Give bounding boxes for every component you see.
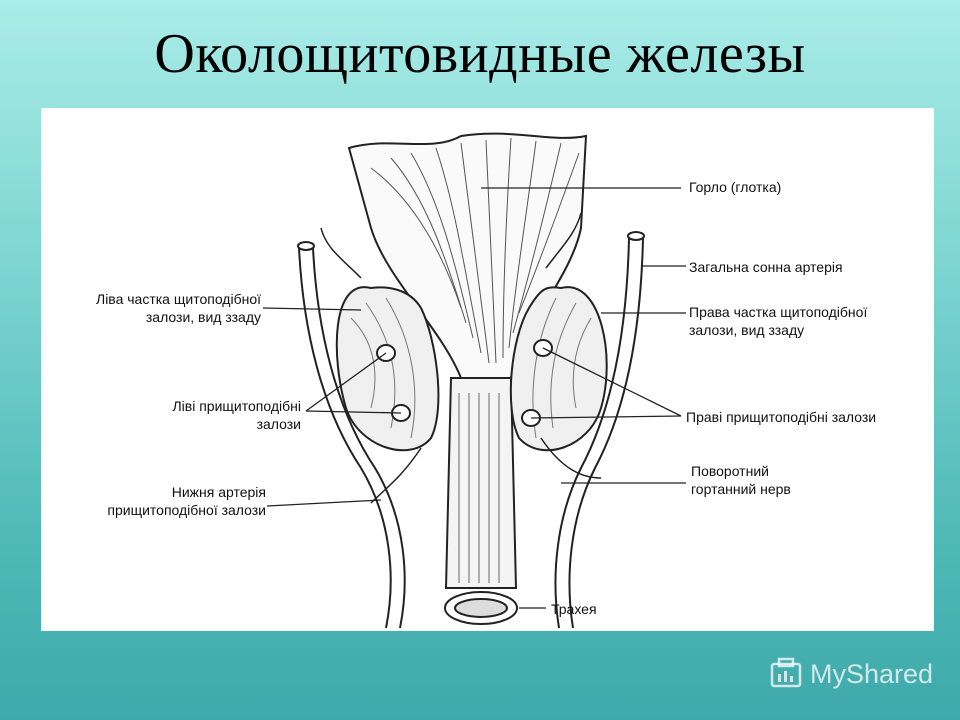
label-inferior-artery: Нижня артерія прищитоподібної залози xyxy=(107,484,266,518)
left-thyroid-lobe xyxy=(335,286,440,452)
label-carotid-artery: Загальна сонна артерія xyxy=(689,259,843,275)
anatomy-figure: Горло (глотка) Загальна сонна артерія Лі… xyxy=(41,108,934,631)
trachea-shape xyxy=(444,377,518,589)
label-larynx: Горло (глотка) xyxy=(689,179,782,195)
label-left-parathyroid: Ліві прищитоподібні залози xyxy=(172,398,301,432)
watermark-logo-icon xyxy=(770,657,802,688)
label-right-parathyroid: Праві прищитоподібні залози xyxy=(686,409,877,425)
watermark: MyShared xyxy=(768,654,933,694)
right-carotid-artery xyxy=(554,237,630,629)
watermark-text: MyShared xyxy=(810,658,934,689)
right-thyroid-lobe xyxy=(509,286,608,452)
leader-left-lobe xyxy=(262,307,362,311)
slide-title: Околощитовидные железы xyxy=(154,23,806,85)
leader-right-parathyroid-2 xyxy=(530,415,682,419)
thyroid-illustration xyxy=(262,132,686,629)
leader-right-parathyroid-1 xyxy=(542,347,682,417)
label-left-lobe: Ліва частка щитоподібної залози, вид зза… xyxy=(96,291,261,325)
label-right-lobe: Права частка щитоподібної залози, вид зз… xyxy=(689,304,868,338)
left-carotid-artery xyxy=(298,247,392,629)
leader-left-parathyroid-1 xyxy=(305,352,387,412)
leader-left-parathyroid-2 xyxy=(305,410,402,414)
leader-inferior-artery xyxy=(266,499,382,507)
label-recurrent-nerve: Поворотний гортанний нерв xyxy=(691,463,791,497)
label-trachea: Трахея xyxy=(551,601,597,617)
